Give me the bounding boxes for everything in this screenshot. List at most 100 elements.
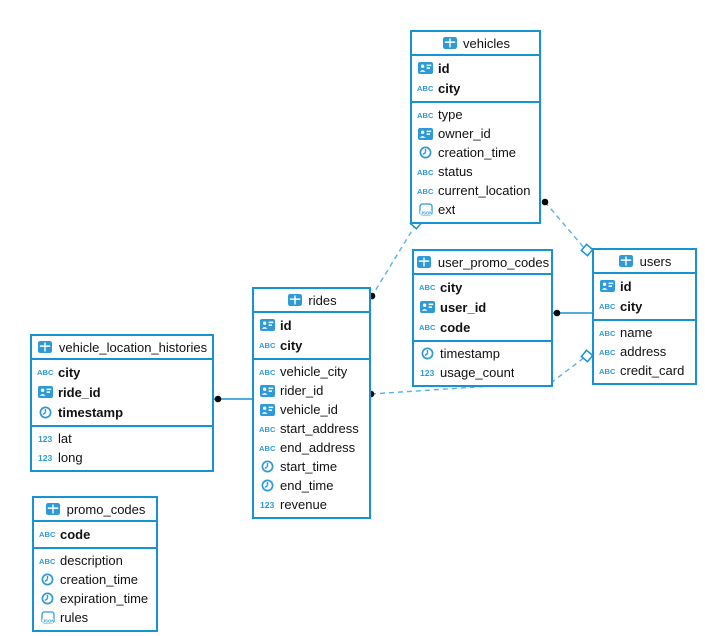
table-header[interactable]: users: [594, 250, 695, 274]
svg-text:JSON: JSON: [42, 619, 54, 624]
field-label: vehicle_id: [280, 402, 338, 417]
field-label: city: [280, 337, 303, 353]
json-icon: JSON: [417, 203, 434, 216]
abc-icon: ABC: [419, 322, 436, 332]
primary-key-section: ABC code: [34, 522, 156, 549]
field-row: start_time: [254, 457, 369, 476]
field-label: status: [438, 164, 473, 179]
field-row: owner_id: [412, 124, 539, 143]
field-label: expiration_time: [60, 591, 149, 606]
relationship-endpoint-dot: [214, 395, 222, 403]
field-label: id: [438, 60, 450, 76]
table-header[interactable]: promo_codes: [34, 498, 156, 522]
abc-icon: ABC: [259, 443, 276, 453]
field-label: city: [438, 80, 461, 96]
svg-text:123: 123: [38, 434, 53, 444]
field-label: ext: [438, 202, 456, 217]
clock-icon: [417, 146, 434, 159]
field-label: name: [620, 325, 653, 340]
field-row: creation_time: [34, 570, 156, 589]
field-label: start_address: [280, 421, 359, 436]
field-row: rider_id: [254, 381, 369, 400]
field-label: end_address: [280, 440, 356, 455]
abc-icon: ABC: [417, 83, 434, 93]
field-label: rider_id: [280, 383, 324, 398]
field-row: creation_time: [412, 143, 539, 162]
abc-icon: ABC: [417, 186, 434, 196]
field-label: lat: [58, 431, 72, 446]
field-label: code: [60, 526, 91, 542]
table-title: user_promo_codes: [437, 254, 550, 270]
table-icon: [286, 294, 303, 306]
svg-text:ABC: ABC: [599, 367, 616, 376]
field-row: ABC status: [412, 162, 539, 181]
table-title: vehicle_location_histories: [58, 339, 208, 355]
svg-text:JSON: JSON: [420, 211, 432, 216]
relationship-endpoint-dot: [553, 309, 561, 317]
svg-text:ABC: ABC: [39, 557, 56, 566]
clock-icon: [37, 406, 54, 419]
field-label: rules: [60, 610, 89, 625]
field-label: id: [620, 278, 632, 294]
abc-icon: ABC: [419, 282, 436, 292]
abc-icon: ABC: [39, 529, 56, 539]
svg-text:ABC: ABC: [417, 84, 434, 93]
svg-text:123: 123: [420, 368, 435, 378]
svg-text:ABC: ABC: [599, 302, 616, 311]
abc-icon: ABC: [259, 340, 276, 350]
table-header[interactable]: user_promo_codes: [414, 251, 551, 275]
field-row: JSON ext: [412, 200, 539, 219]
number-icon: 123: [259, 499, 276, 510]
table-icon: [37, 341, 54, 353]
table-icon: [618, 255, 635, 267]
field-label: timestamp: [440, 346, 500, 361]
clock-icon: [259, 460, 276, 473]
field-row: expiration_time: [34, 589, 156, 608]
field-row: timestamp: [414, 344, 551, 363]
field-label: creation_time: [60, 572, 139, 587]
field-label: id: [280, 317, 292, 333]
abc-icon: ABC: [417, 167, 434, 177]
table-header[interactable]: rides: [254, 289, 369, 313]
field-row: 123 lat: [32, 429, 212, 448]
abc-icon: ABC: [599, 328, 616, 338]
table-title: users: [639, 253, 672, 269]
abc-icon: ABC: [417, 110, 434, 120]
number-icon: 123: [419, 367, 436, 378]
field-label: owner_id: [438, 126, 491, 141]
table-header[interactable]: vehicle_location_histories: [32, 336, 212, 360]
svg-text:ABC: ABC: [599, 348, 616, 357]
field-row: ABC code: [34, 524, 156, 544]
field-row: id: [594, 276, 695, 296]
field-row: ABC city: [412, 78, 539, 98]
table-header[interactable]: vehicles: [412, 32, 539, 56]
clock-icon: [419, 347, 436, 360]
field-row: ABC type: [412, 105, 539, 124]
clock-icon: [39, 573, 56, 586]
svg-text:ABC: ABC: [39, 530, 56, 539]
field-label: type: [438, 107, 463, 122]
clock-icon: [39, 592, 56, 605]
svg-text:ABC: ABC: [37, 368, 54, 377]
